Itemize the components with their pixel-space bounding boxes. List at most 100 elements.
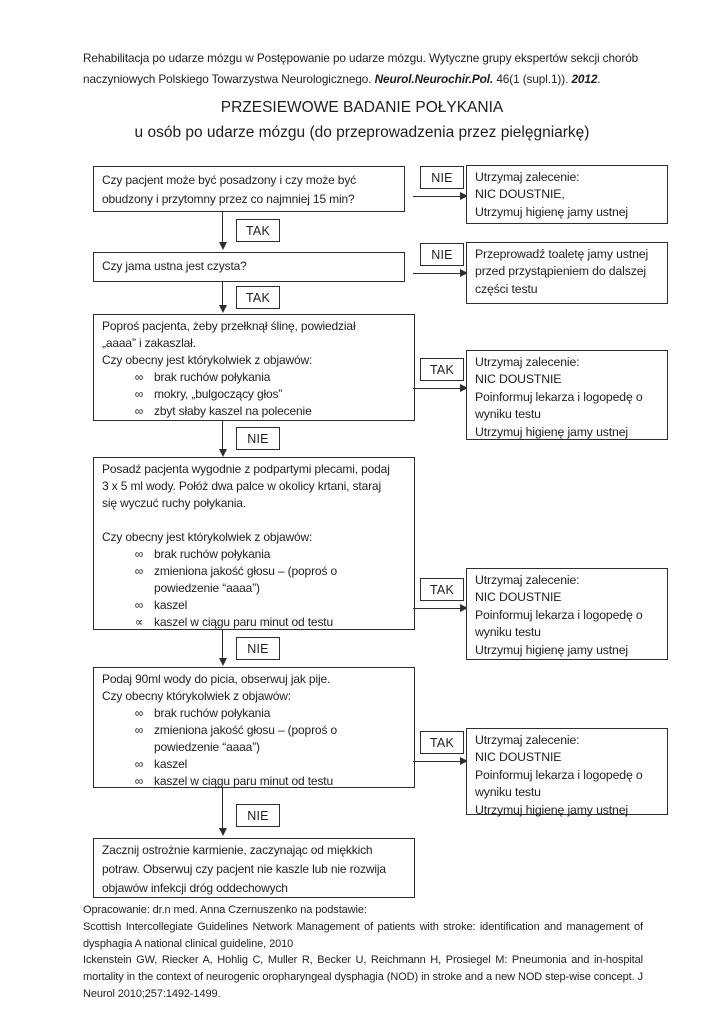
title-line-2: u osób po udarze mózgu (do przeprowadzen…: [134, 124, 590, 141]
side-recommendation-2: Przeprowadź toaletę jamy ustnej przed pr…: [466, 242, 668, 304]
side-recommendation-4-text: Utrzymaj zalecenie: NIC DOUSTNIE Poinfor…: [475, 573, 643, 657]
question-1-text: Czy pacjent może być posadzony i czy moż…: [102, 173, 357, 206]
question-box-4: Posadź pacjenta wygodnie z podpartymi pl…: [93, 457, 415, 630]
list-item: ∞kaszel w ciągu paru minut od testu: [102, 773, 412, 790]
footer-references: Opracowanie: dr.n med. Anna Czernuszenko…: [83, 902, 643, 1003]
bullet-text: brak ruchów połykania: [154, 547, 271, 561]
question-2-text: Czy jama ustna jest czysta?: [102, 259, 247, 273]
arrowhead-icon: [218, 658, 227, 666]
bullet-marker: ∞: [134, 370, 144, 384]
bullet-marker: ∞: [134, 387, 144, 401]
flow-arrow-right-icon: [413, 384, 468, 393]
nie-label-2: NIE: [236, 637, 280, 660]
nie-label-2-text: NIE: [247, 641, 269, 656]
question-box-2: Czy jama ustna jest czysta?: [93, 252, 405, 282]
side-recommendation-4: Utrzymaj zalecenie: NIC DOUSTNIE Poinfor…: [466, 568, 668, 660]
flow-arrow-down-icon: [218, 421, 227, 457]
footer-author-line: Opracowanie: dr.n med. Anna Czernuszenko…: [83, 904, 367, 916]
side-recommendation-3: Utrzymaj zalecenie: NIC DOUSTNIE Poinfor…: [466, 350, 668, 440]
bullet-text: zmieniona jakość głosu – (poproś o powie…: [154, 564, 338, 595]
list-item: ∞ brak ruchów połykania: [102, 369, 412, 386]
bullet-marker: ∞: [134, 706, 144, 720]
flow-arrow-right-icon: [413, 269, 468, 278]
flow-arrow-down-icon: [218, 282, 227, 313]
tak-label-1: TAK: [236, 219, 280, 242]
bullet-text: brak ruchów połykania: [154, 370, 271, 384]
list-item: ∞ brak ruchów połykania: [102, 546, 412, 563]
side-recommendation-1: Utrzymaj zalecenie: NIC DOUSTNIE, Utrzym…: [466, 165, 668, 224]
flow-arrow-right-icon: [413, 757, 468, 766]
citation-prefix: Rehabilitacja po udarze mózgu w Postępow…: [83, 50, 639, 86]
side-recommendation-5-text: Utrzymaj zalecenie: NIC DOUSTNIE Poinfor…: [475, 733, 643, 817]
flow-arrow-down-icon: [218, 788, 227, 836]
nie-label-3-text: NIE: [247, 808, 269, 823]
tak-side-label-3-text: TAK: [430, 362, 454, 377]
flow-arrow-right-icon: [413, 192, 468, 201]
bullet-marker: ∞: [134, 723, 144, 737]
flow-arrow-right-icon: [413, 604, 468, 613]
tak-side-label-4-text: TAK: [430, 582, 454, 597]
side-recommendation-1-text: Utrzymaj zalecenie: NIC DOUSTNIE, Utrzym…: [475, 170, 628, 219]
citation-suffix: .: [597, 71, 601, 86]
bullet-text: kaszel w ciągu paru minut od testu: [154, 615, 333, 629]
bullet-text: kaszel: [154, 757, 188, 771]
citation-year: 2012: [571, 71, 598, 86]
tak-label-2: TAK: [236, 286, 280, 309]
nie-label-3: NIE: [236, 804, 280, 827]
nie-side-label-2: NIE: [420, 243, 464, 266]
list-item: ∞ mokry, „bulgoczący głos”: [102, 386, 412, 403]
arrowhead-icon: [218, 305, 227, 313]
list-item: ∞ zmieniona jakość głosu – (poproś o powi…: [102, 563, 412, 597]
tak-side-label-5: TAK: [420, 731, 464, 754]
list-item: ∝ kaszel w ciągu paru minut od testu: [102, 614, 412, 631]
nie-side-label-1: NIE: [420, 166, 464, 189]
arrowhead-icon: [218, 449, 227, 457]
tak-side-label-5-text: TAK: [430, 735, 454, 750]
question-4-intro: Posadź pacjenta wygodnie z podpartymi pl…: [102, 462, 390, 544]
bullet-marker: ∞: [134, 757, 144, 771]
header-citation: Rehabilitacja po udarze mózgu w Postępow…: [83, 48, 645, 90]
question-box-5: Podaj 90ml wody do picia, obserwuj jak p…: [93, 667, 415, 788]
tak-label-1-text: TAK: [246, 223, 270, 238]
tak-side-label-3: TAK: [420, 358, 464, 381]
result-box-feeding: Zacznij ostrożnie karmienie, zaczynając …: [93, 838, 415, 898]
bullet-text: zbyt słaby kaszel na polecenie: [154, 404, 312, 418]
arrowhead-icon: [460, 192, 468, 201]
tak-side-label-4: TAK: [420, 578, 464, 601]
result-box-text: Zacznij ostrożnie karmienie, zaczynając …: [102, 843, 386, 895]
bullet-text: kaszel: [154, 598, 188, 612]
bullet-text: zmieniona jakość głosu – (poproś o powie…: [154, 723, 338, 754]
list-item: ∞ kaszel: [102, 756, 412, 773]
question-box-3: Poproś pacjenta, żeby przełknął ślinę, p…: [93, 314, 415, 421]
side-recommendation-3-text: Utrzymaj zalecenie: NIC DOUSTNIE Poinfor…: [475, 355, 643, 439]
bullet-text: kaszel w ciągu paru minut od testu: [154, 774, 333, 788]
arrowhead-icon: [460, 604, 468, 613]
tak-label-2-text: TAK: [246, 290, 270, 305]
question-5-intro: Podaj 90ml wody do picia, obserwuj jak p…: [102, 672, 331, 703]
bullet-marker: ∞: [134, 598, 144, 612]
bullet-marker: ∞: [134, 404, 144, 418]
list-item: ∞ zmieniona jakość głosu – (poproś o powi…: [102, 722, 412, 756]
bullet-marker: ∞: [134, 564, 144, 578]
page-title: PRZESIEWOWE BADANIE POŁYKANIA u osób po …: [62, 96, 662, 146]
list-item: ∞ kaszel: [102, 597, 412, 614]
citation-journal: Neurol.Neurochir.Pol.: [374, 71, 494, 86]
bullet-text: mokry, „bulgoczący głos”: [154, 387, 283, 401]
bullet-marker: ∝: [134, 615, 144, 629]
side-recommendation-5: Utrzymaj zalecenie: NIC DOUSTNIE Poinfor…: [466, 728, 668, 817]
bullet-text: brak ruchów połykania: [154, 706, 271, 720]
flow-arrow-down-icon: [218, 630, 227, 666]
nie-side-label-2-text: NIE: [431, 247, 453, 262]
side-recommendation-2-text: Przeprowadź toaletę jamy ustnej przed pr…: [475, 247, 649, 296]
arrowhead-icon: [218, 242, 227, 250]
arrowhead-icon: [460, 384, 468, 393]
nie-side-label-1-text: NIE: [431, 170, 453, 185]
list-item: ∞ zbyt słaby kaszel na polecenie: [102, 403, 412, 420]
bullet-marker: ∞: [134, 547, 144, 561]
question-box-1: Czy pacjent może być posadzony i czy moż…: [93, 166, 405, 212]
arrowhead-icon: [460, 269, 468, 278]
arrowhead-icon: [218, 828, 227, 836]
footer-reference-2: Ickenstein GW, Riecker A, Hohlig C, Mull…: [83, 954, 643, 1000]
nie-label-1: NIE: [236, 427, 280, 450]
citation-middle: 46(1 (supl.1)).: [493, 71, 572, 86]
